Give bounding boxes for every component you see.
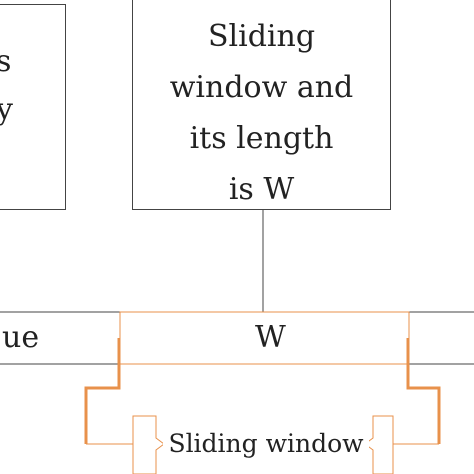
window-description-line-4: is W (228, 172, 295, 207)
right-arrow (364, 415, 394, 474)
window-description-line-3: its length (189, 121, 334, 156)
left-box-line-1: s (0, 44, 12, 79)
left-arrow (132, 415, 165, 474)
window-description-text: Sliding window and its length is W (133, 11, 390, 215)
right-bracket (406, 338, 441, 444)
window-description-line-2: window and (169, 70, 354, 105)
sliding-window-label: Sliding window (163, 429, 369, 459)
right-value-cell (408, 311, 474, 365)
window-cell-label: W (255, 320, 286, 355)
window-description-box: Sliding window and its length is W (132, 0, 391, 210)
left-bracket (84, 338, 121, 444)
left-box (0, 4, 66, 210)
left-cell-text: ue (2, 320, 40, 355)
left-box-line-2: y (0, 92, 13, 127)
window-description-line-1: Sliding (207, 19, 316, 54)
